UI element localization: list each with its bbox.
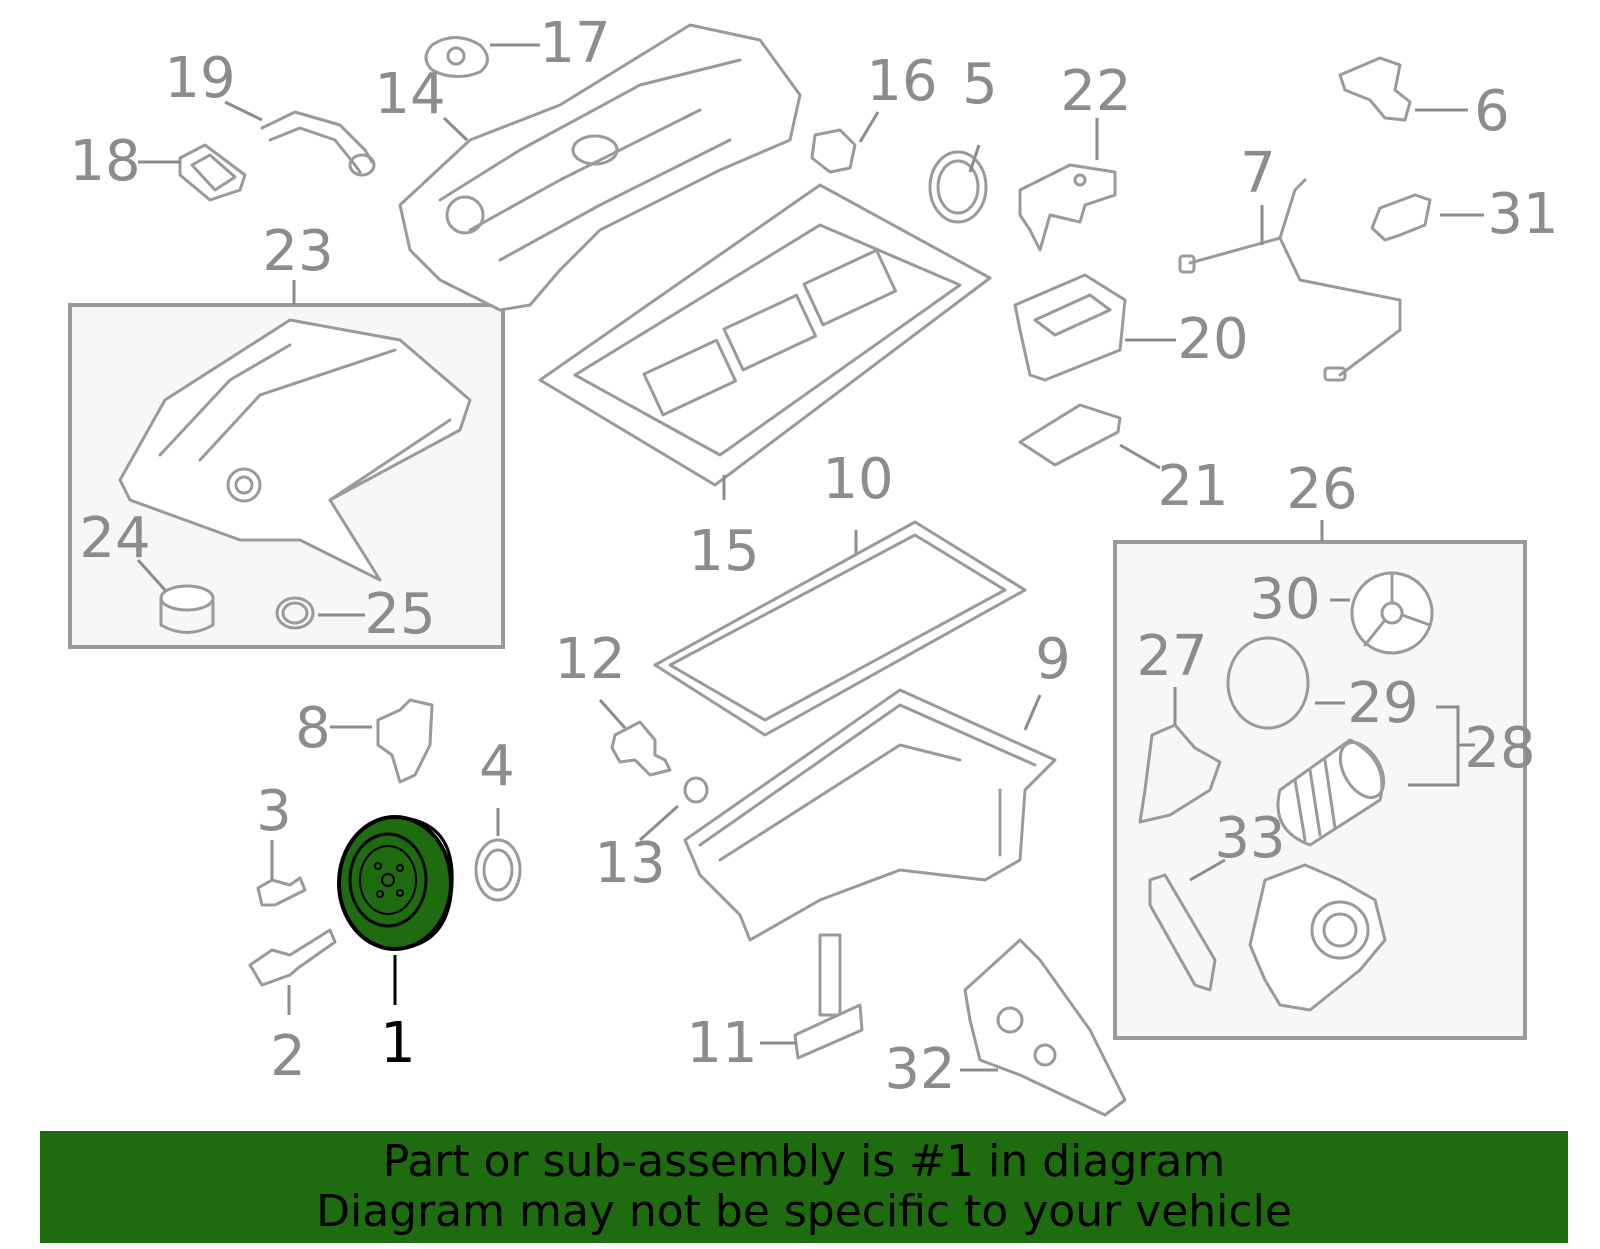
part-15-gasket-set[interactable] [538,183,992,487]
callout-17[interactable]: 17 [539,11,610,76]
part-32-housing[interactable] [963,938,1127,1117]
part-23-engine-cover[interactable] [118,318,472,582]
callout-26[interactable]: 26 [1286,457,1357,522]
part-10-oil-pan-gasket[interactable] [653,520,1027,737]
part-6-sensor[interactable] [1338,56,1412,122]
part-33-gasket[interactable] [1148,873,1217,992]
callout-8[interactable]: 8 [295,696,331,761]
part-3-bolt[interactable] [256,876,307,907]
part-8-sensor[interactable] [376,698,434,784]
callout-25[interactable]: 25 [364,582,435,647]
part-13-washer[interactable] [683,776,709,804]
part-25-o-ring[interactable] [275,596,315,630]
notice-line-part: Part or sub-assembly is #1 in diagram [382,1136,1226,1187]
callout-30[interactable]: 30 [1249,567,1320,632]
part-27-gasket[interactable] [1138,723,1222,824]
callout-23[interactable]: 23 [262,219,333,284]
callout-24[interactable]: 24 [79,506,150,571]
part-24-cap[interactable] [159,584,215,634]
callout-31[interactable]: 31 [1487,182,1558,247]
part-7-sensor-wire[interactable] [1178,178,1402,382]
callout-3[interactable]: 3 [256,779,292,844]
part-21-gasket[interactable] [1018,403,1122,467]
callout-13[interactable]: 13 [594,831,665,896]
part-2-bolt[interactable] [248,928,337,987]
callout-27[interactable]: 27 [1136,624,1207,689]
notice-banner: Part or sub-assembly is #1 in diagram Di… [40,1131,1568,1243]
callout-11[interactable]: 11 [686,1011,757,1076]
part-17-flange-gasket[interactable] [424,36,489,78]
callout-2[interactable]: 2 [270,1024,306,1089]
callout-22[interactable]: 22 [1060,59,1131,124]
callout-labels: 1 2 3 4 5 6 7 8 9 10 11 12 13 14 15 16 1… [69,11,1558,1102]
part-4-seal[interactable] [474,838,522,902]
part-31-sensor[interactable] [1370,193,1432,242]
callout-21[interactable]: 21 [1157,454,1228,519]
part-22-bracket[interactable] [1018,163,1117,252]
callout-4[interactable]: 4 [479,734,515,799]
part-29-o-ring[interactable] [1226,636,1310,730]
callout-6[interactable]: 6 [1474,79,1510,144]
part-5-seal-ring[interactable] [928,150,988,224]
callout-19[interactable]: 19 [164,46,235,111]
part-11-oil-level-sensor[interactable] [793,933,864,1060]
callout-16[interactable]: 16 [866,49,937,114]
callout-5[interactable]: 5 [962,52,998,117]
part-16-bracket[interactable] [810,128,857,174]
callout-29[interactable]: 29 [1347,671,1418,736]
callout-15[interactable]: 15 [688,519,759,584]
callout-33[interactable]: 33 [1214,806,1285,871]
part-20-housing[interactable] [1013,273,1127,382]
part-9-oil-pan[interactable] [683,688,1057,942]
callout-32[interactable]: 32 [884,1037,955,1102]
callout-1[interactable]: 1 [380,1011,416,1076]
part-30-filter-cap[interactable] [1350,571,1434,655]
callout-20[interactable]: 20 [1177,307,1248,372]
part-1-vibration-damper[interactable] [337,815,454,951]
part-18-seal[interactable] [178,143,247,202]
part-28-filter-element[interactable] [1276,735,1393,847]
part-14-valve-cover[interactable] [398,23,802,312]
part-19-vent-hose[interactable] [260,110,376,177]
callout-10[interactable]: 10 [822,447,893,512]
callout-9[interactable]: 9 [1035,627,1071,692]
part-26-oil-filter-housing[interactable] [1248,863,1387,1012]
callout-7[interactable]: 7 [1240,141,1276,206]
part-12-drain-plug[interactable] [610,720,672,777]
leader-lines [136,43,1484,1072]
notice-line-disclaimer: Diagram may not be specific to your vehi… [316,1186,1292,1237]
callout-12[interactable]: 12 [554,627,625,692]
callout-18[interactable]: 18 [69,129,140,194]
callout-28[interactable]: 28 [1464,716,1535,781]
callout-14[interactable]: 14 [374,62,445,127]
